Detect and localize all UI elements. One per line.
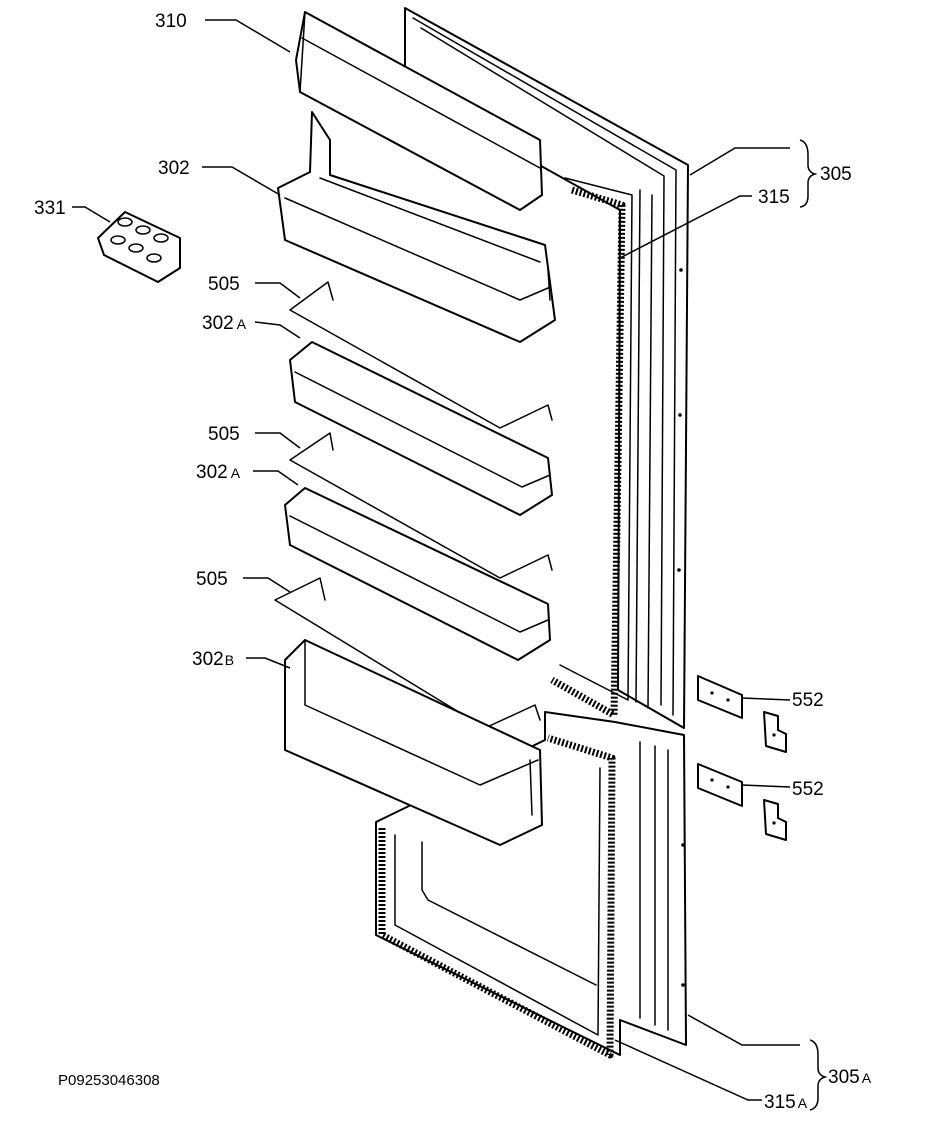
egg-tray — [97, 211, 181, 283]
door-shelf-302a-upper — [289, 341, 553, 516]
label-305a: 305 — [828, 1067, 860, 1088]
bottle-guard-middle — [289, 432, 553, 579]
bottle-guard-upper — [289, 281, 553, 429]
label-315a: 315 — [764, 1092, 796, 1113]
svg-text:315: 315 — [758, 187, 790, 208]
hinge-set-lower — [697, 763, 787, 841]
svg-text:331: 331 — [34, 198, 66, 219]
svg-text:302: 302 — [158, 158, 190, 179]
svg-text:302B: 302B — [192, 649, 234, 670]
door-shelf-302a-lower — [284, 487, 551, 661]
svg-text:505: 505 — [196, 569, 228, 590]
hinge-set-upper — [697, 675, 787, 753]
label-302: 302 — [158, 158, 190, 179]
svg-text:505: 505 — [208, 424, 240, 445]
label-310: 310 — [155, 11, 187, 32]
bottle-guard-lower — [274, 577, 541, 729]
top-door-shelf — [277, 111, 556, 343]
label-305: 305 — [820, 164, 852, 185]
svg-text:310: 310 — [155, 11, 187, 32]
label-505-middle: 505 — [208, 424, 240, 445]
svg-text:505: 505 — [208, 274, 240, 295]
label-552-upper: 552 — [792, 690, 824, 711]
drawing-code: P09253046308 — [58, 1072, 160, 1089]
door-shelf-302b — [284, 639, 543, 846]
dairy-compartment-cover — [295, 11, 543, 211]
label-552-lower: 552 — [792, 779, 824, 800]
svg-text:305: 305 — [820, 164, 852, 185]
svg-text:552: 552 — [792, 690, 824, 711]
label-505-upper: 505 — [208, 274, 240, 295]
label-315: 315 — [758, 187, 790, 208]
leader-lines — [72, 19, 828, 1111]
label-302a-lower: 302 — [196, 462, 228, 483]
label-302a-upper: 302 — [202, 313, 234, 334]
label-505-lower: 505 — [196, 569, 228, 590]
svg-text:552: 552 — [792, 779, 824, 800]
label-302b: 302 — [192, 649, 224, 670]
label-331: 331 — [34, 198, 66, 219]
